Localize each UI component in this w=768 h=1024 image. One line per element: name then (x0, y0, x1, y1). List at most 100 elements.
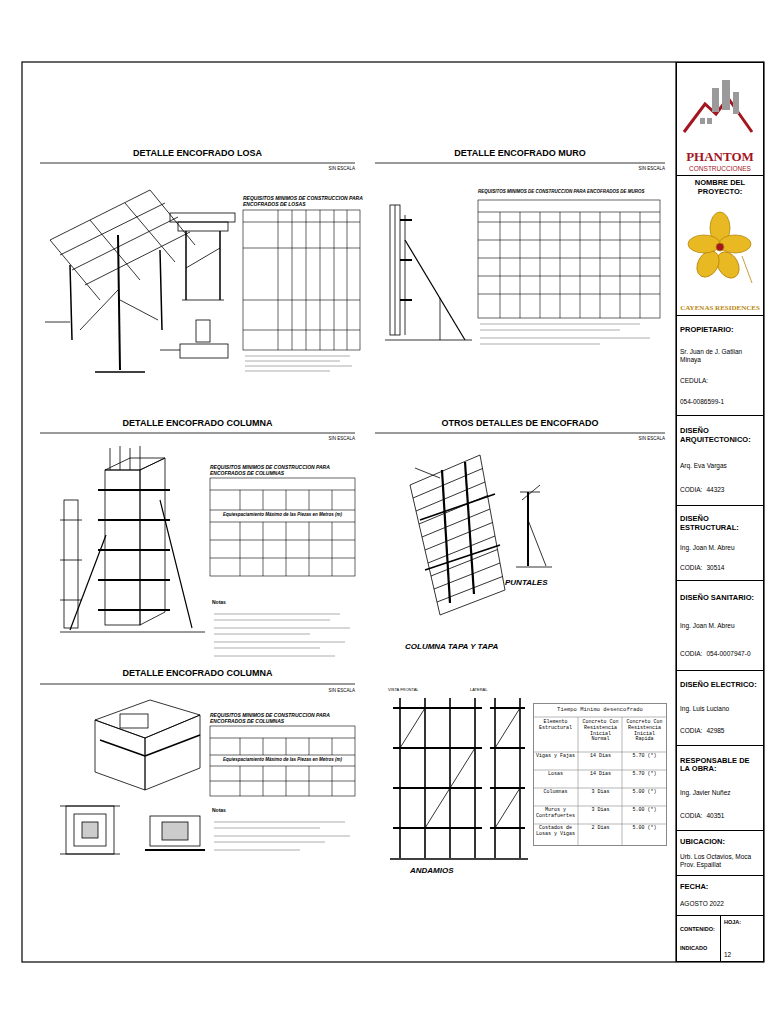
text-row: DISEÑO ARQUITECTONICO: (680, 427, 760, 444)
node-text: AGOSTO 2022 (680, 900, 724, 907)
view-label: LATERAL (470, 688, 510, 693)
text-row: Arq. Eva Vargas (680, 462, 760, 469)
detail-label: ANDAMIOS (410, 866, 490, 875)
text-row: CODIA: 44323 (680, 486, 760, 493)
table-cell: Columnas (535, 790, 576, 796)
node-text: CONTENIDO: (680, 926, 715, 932)
text-row: CEDULA: (680, 377, 760, 384)
node-text: CODIA: (680, 812, 702, 819)
node-text: PHANTOM (686, 150, 754, 165)
node-text: UBICACION: (680, 838, 725, 847)
table-heading: REQUISITOS MINIMOS DE CONSTRUCCION PARA … (210, 465, 360, 477)
table-heading: REQUISITOS MINIMOS DE CONSTRUCCION PARA … (210, 713, 360, 725)
node-text: 30514 (706, 564, 724, 571)
text-row: CAYENAS RESIDENCES (680, 304, 760, 312)
text-row: 054-0086599-1 (680, 398, 760, 405)
company-logo: PHANTOMCONSTRUCCIONES (676, 62, 764, 176)
table-header-cell: Elemento Estructural (535, 720, 576, 732)
text-row: CONTENIDO: (680, 926, 717, 932)
node-text: DISEÑO ARQUITECTONICO: (680, 427, 760, 444)
node-text: CODIA: (680, 727, 702, 734)
node-text: 40351 (706, 812, 724, 819)
text-row: PROPIETARIO: (680, 326, 760, 335)
node-text: Ing. Joan M. Abreu (680, 544, 735, 551)
text-row: CODIA: 42985 (680, 727, 760, 734)
view-label: VISTA FRONTAL (388, 688, 438, 693)
notes-heading: Notas (212, 600, 252, 606)
text-row: Tiempo Mínimo desencofrado (537, 707, 663, 713)
text-row: RESPONSABLE DE LA OBRA: (680, 757, 760, 774)
table-cell: Losas (535, 772, 576, 778)
text-row: Ing. Luis Luciano (680, 705, 760, 712)
table-subheading: Equiespaciamiento Máximo de las Piezas e… (212, 512, 353, 517)
node-text: Sr. Juan de J. Gatlian Minaya (680, 348, 760, 363)
table-cell: 5.70 (*) (624, 772, 665, 778)
node-text: 44323 (706, 486, 724, 493)
text-row: UBICACION: (680, 838, 760, 847)
node-text: CONSTRUCCIONES (689, 165, 751, 172)
node-text: RESPONSABLE DE LA OBRA: (680, 757, 760, 774)
scale-note: SIN ESCALA (300, 166, 355, 171)
table-cell: 5.70 (*) (624, 754, 665, 760)
text-row: FECHA: (680, 883, 760, 892)
node-text: FECHA: (680, 883, 708, 892)
notes-heading: Notas (212, 808, 252, 814)
table-subheading: Equiespaciamiento Máximo de las Piezas e… (212, 757, 353, 762)
node-text: 054-0086599-1 (680, 398, 724, 405)
panel-title: DETALLE ENCOFRADO MURO (375, 148, 665, 158)
node-text: Urb. Los Octavios, Moca Prov. Espaillat (680, 853, 760, 868)
sanitary-box: DISEÑO SANITARIO: Ing. Joan M. AbreuCODIA… (676, 580, 764, 671)
node-text: CODIA: (680, 486, 702, 493)
node-text: DISEÑO ELECTRICO: (680, 681, 757, 690)
scale-note: SIN ESCALA (300, 688, 355, 693)
electrical-box: DISEÑO ELECTRICO: Ing. Luis LucianoCODIA:… (676, 670, 764, 746)
table-cell: 5.00 (*) (624, 826, 665, 832)
responsible-box: RESPONSABLE DE LA OBRA: Ing. Javier Nuñez… (676, 745, 764, 831)
node-text: Tiempo Mínimo desencofrado (557, 707, 643, 713)
table-cell: 5.00 (*) (624, 790, 665, 796)
structural-box: DISEÑO ESTRUCTURAL: Ing. Joan M. AbreuCOD… (676, 505, 764, 581)
table-cell: 14 Dias (580, 754, 621, 760)
panel-title: DETALLE ENCOFRADO COLUMNA (40, 418, 355, 428)
text-row: PHANTOM (680, 150, 760, 165)
text-row: DISEÑO ESTRUCTURAL: (680, 515, 760, 532)
location-box: UBICACION: Urb. Los Octavios, Moca Prov. … (676, 830, 764, 876)
text-row: CODIA: 30514 (680, 564, 760, 571)
project-box: NOMBRE DEL PROYECTO: CAYENAS RESIDENCES (676, 175, 764, 316)
node-text: CODIA: (680, 650, 702, 657)
node-text: Ing. Joan M. Abreu (680, 622, 735, 629)
node-text: 42985 (706, 727, 724, 734)
table-cell: 3 Dias (580, 808, 621, 814)
node-text: 12 (724, 951, 731, 958)
node-text: DISEÑO ESTRUCTURAL: (680, 515, 760, 532)
node-text: INDICADO (680, 945, 707, 951)
scale-note: SIN ESCALA (300, 436, 355, 441)
date-box: FECHA: AGOSTO 2022 (676, 875, 764, 916)
architect-box: DISEÑO ARQUITECTONICO: Arq. Eva VargasCOD… (676, 415, 764, 506)
panel-title: OTROS DETALLES DE ENCOFRADO (375, 418, 665, 428)
node-text: NOMBRE DEL PROYECTO: (680, 179, 760, 196)
text-row: Ing. Joan M. Abreu (680, 544, 760, 551)
node-text: HOJA: (724, 919, 741, 925)
text-row: Ing. Joan M. Abreu (680, 622, 760, 629)
text-row: 12 (724, 951, 760, 958)
node-text: PROPIETARIO: (680, 326, 734, 335)
scale-note: SIN ESCALA (610, 436, 665, 441)
table-header-cell: Concreto Con Resistencia Inicial Rapida (624, 720, 665, 743)
scale-note: SIN ESCALA (610, 166, 665, 171)
table-heading: REQUISITOS MINIMOS DE CONSTRUCCION PARA … (243, 196, 363, 208)
node-text: Ing. Javier Nuñez (680, 789, 731, 796)
node-text: CODIA: (680, 564, 702, 571)
node-text: DISEÑO SANITARIO: (680, 594, 754, 603)
text-row: AGOSTO 2022 (680, 900, 760, 907)
panel-title: DETALLE ENCOFRADO LOSA (40, 148, 355, 158)
table-cell: 5.00 (*) (624, 808, 665, 814)
table-cell: 3 Dias (580, 790, 621, 796)
panel-title: DETALLE ENCOFRADO COLUMNA (40, 668, 355, 678)
table-header-cell: Concreto Con Resistencia Inicial Normal (580, 720, 621, 743)
node-text: Arq. Eva Vargas (680, 462, 727, 469)
table-cell: 2 Dias (580, 826, 621, 832)
content-box: CONTENIDO: INDICADO (676, 915, 721, 962)
